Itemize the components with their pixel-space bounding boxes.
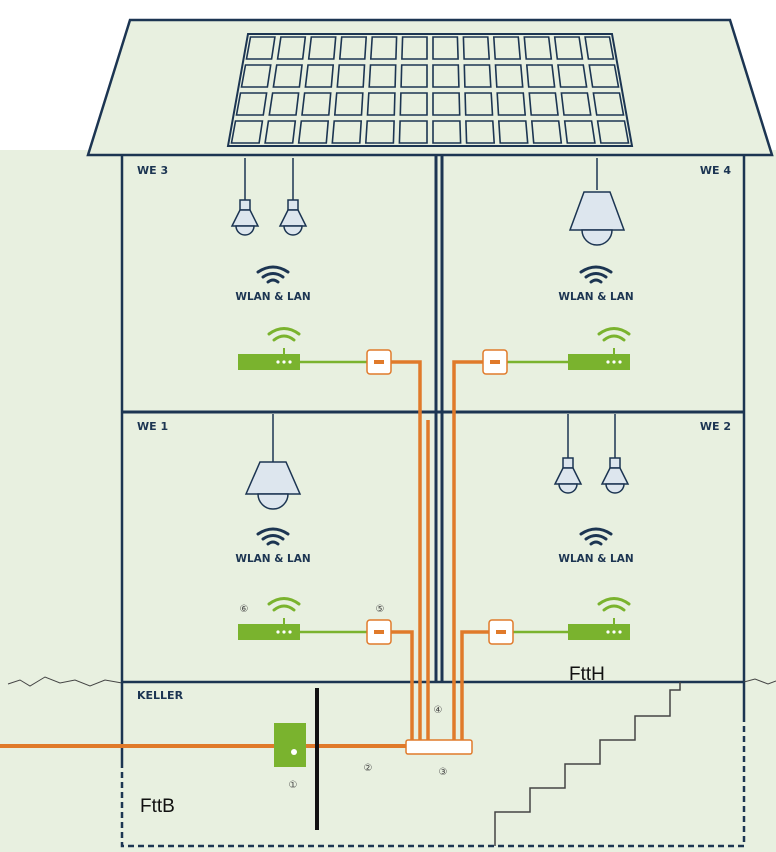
solar-cell [272,64,303,88]
solar-cell [264,120,297,144]
solar-cell [463,64,492,88]
router-icon [568,597,631,640]
unit-label-we1: WE 1 [137,420,168,433]
solar-cell [399,92,428,116]
wifi-icon [579,265,613,284]
building-walls [120,155,746,684]
keller-walls [120,682,746,848]
solar-cell [331,120,363,144]
wlan-label: WLAN & LAN [558,553,633,565]
router-icon [568,327,631,370]
router-icon [238,597,301,640]
solar-cell [584,36,615,60]
solar-cell [432,36,459,60]
fiber-outlet-icon [366,619,392,645]
solar-cell [496,92,527,116]
marker-1: ① [289,780,298,791]
solar-cell [553,36,584,60]
solar-cell [276,36,307,60]
solar-cell [462,36,491,60]
solar-cell [492,36,522,60]
wifi-icon [579,527,613,546]
ceiling-lamp-icon [553,414,583,494]
ceiling-lamp-icon [568,158,626,246]
solar-cell [588,64,620,88]
fttb-label: FttB [140,796,175,817]
solar-cell [304,64,335,88]
wlan-label: WLAN & LAN [235,291,310,303]
solar-cell [245,36,276,60]
solar-cell [557,64,588,88]
sky [0,0,776,150]
wlan-label: WLAN & LAN [558,291,633,303]
ground-line-right [743,678,776,685]
solar-cell [333,92,364,116]
solar-cell [465,120,496,144]
solar-cell [240,64,272,88]
marker-2: ② [364,763,373,774]
ceiling-lamp-icon [278,158,308,236]
marker-3: ③ [439,767,448,778]
solar-cell [338,36,368,60]
ceiling-lamp-icon [230,158,260,236]
solar-cell [230,120,264,144]
solar-cell [525,64,556,88]
fiber-outlet-icon [482,349,508,375]
building-entry-box-icon [274,723,306,767]
fiber-outlet-icon [488,619,514,645]
solar-cell [366,92,396,116]
fiber-risers [378,360,496,740]
solar-cell [563,120,596,144]
ground-line [7,676,123,687]
solar-panel-icon [226,33,634,147]
wifi-icon [256,527,290,546]
solar-cell [336,64,366,88]
unit-label-we4: WE 4 [700,164,731,177]
solar-cell [464,92,494,116]
marker-4: ④ [434,705,443,716]
wlan-label: WLAN & LAN [235,553,310,565]
solar-cell [268,92,300,116]
solar-cell [401,36,428,60]
solar-cell [432,120,462,144]
solar-cell [235,92,268,116]
solar-cell [592,92,625,116]
solar-cell [528,92,559,116]
router-icon [238,327,301,370]
solar-cell [301,92,332,116]
solar-cell [369,36,398,60]
solar-cell [398,120,428,144]
fiber-outlet-icon [366,349,392,375]
marker-6: ⑥ [240,604,249,615]
solar-cell [596,120,630,144]
ceiling-lamp-icon [244,414,302,510]
distribution-box [405,739,473,755]
solar-cell [432,64,460,88]
ftth-label: FttH [569,664,605,685]
solar-cell [530,120,563,144]
unit-label-we3: WE 3 [137,164,168,177]
ceiling-lamp-icon [600,414,630,494]
solar-cell [297,120,330,144]
solar-cell [523,36,553,60]
solar-cell [368,64,397,88]
unit-label-keller: KELLER [137,689,184,702]
solar-cell [364,120,395,144]
solar-cell [432,92,461,116]
solar-cell [400,64,428,88]
marker-5: ⑤ [376,604,385,615]
solar-cell [307,36,337,60]
lan-cables [300,360,568,634]
solar-cell [497,120,529,144]
wifi-icon [256,265,290,284]
stairs-icon [494,682,681,846]
unit-label-we2: WE 2 [700,420,731,433]
solar-cell [560,92,592,116]
solar-cell [494,64,524,88]
